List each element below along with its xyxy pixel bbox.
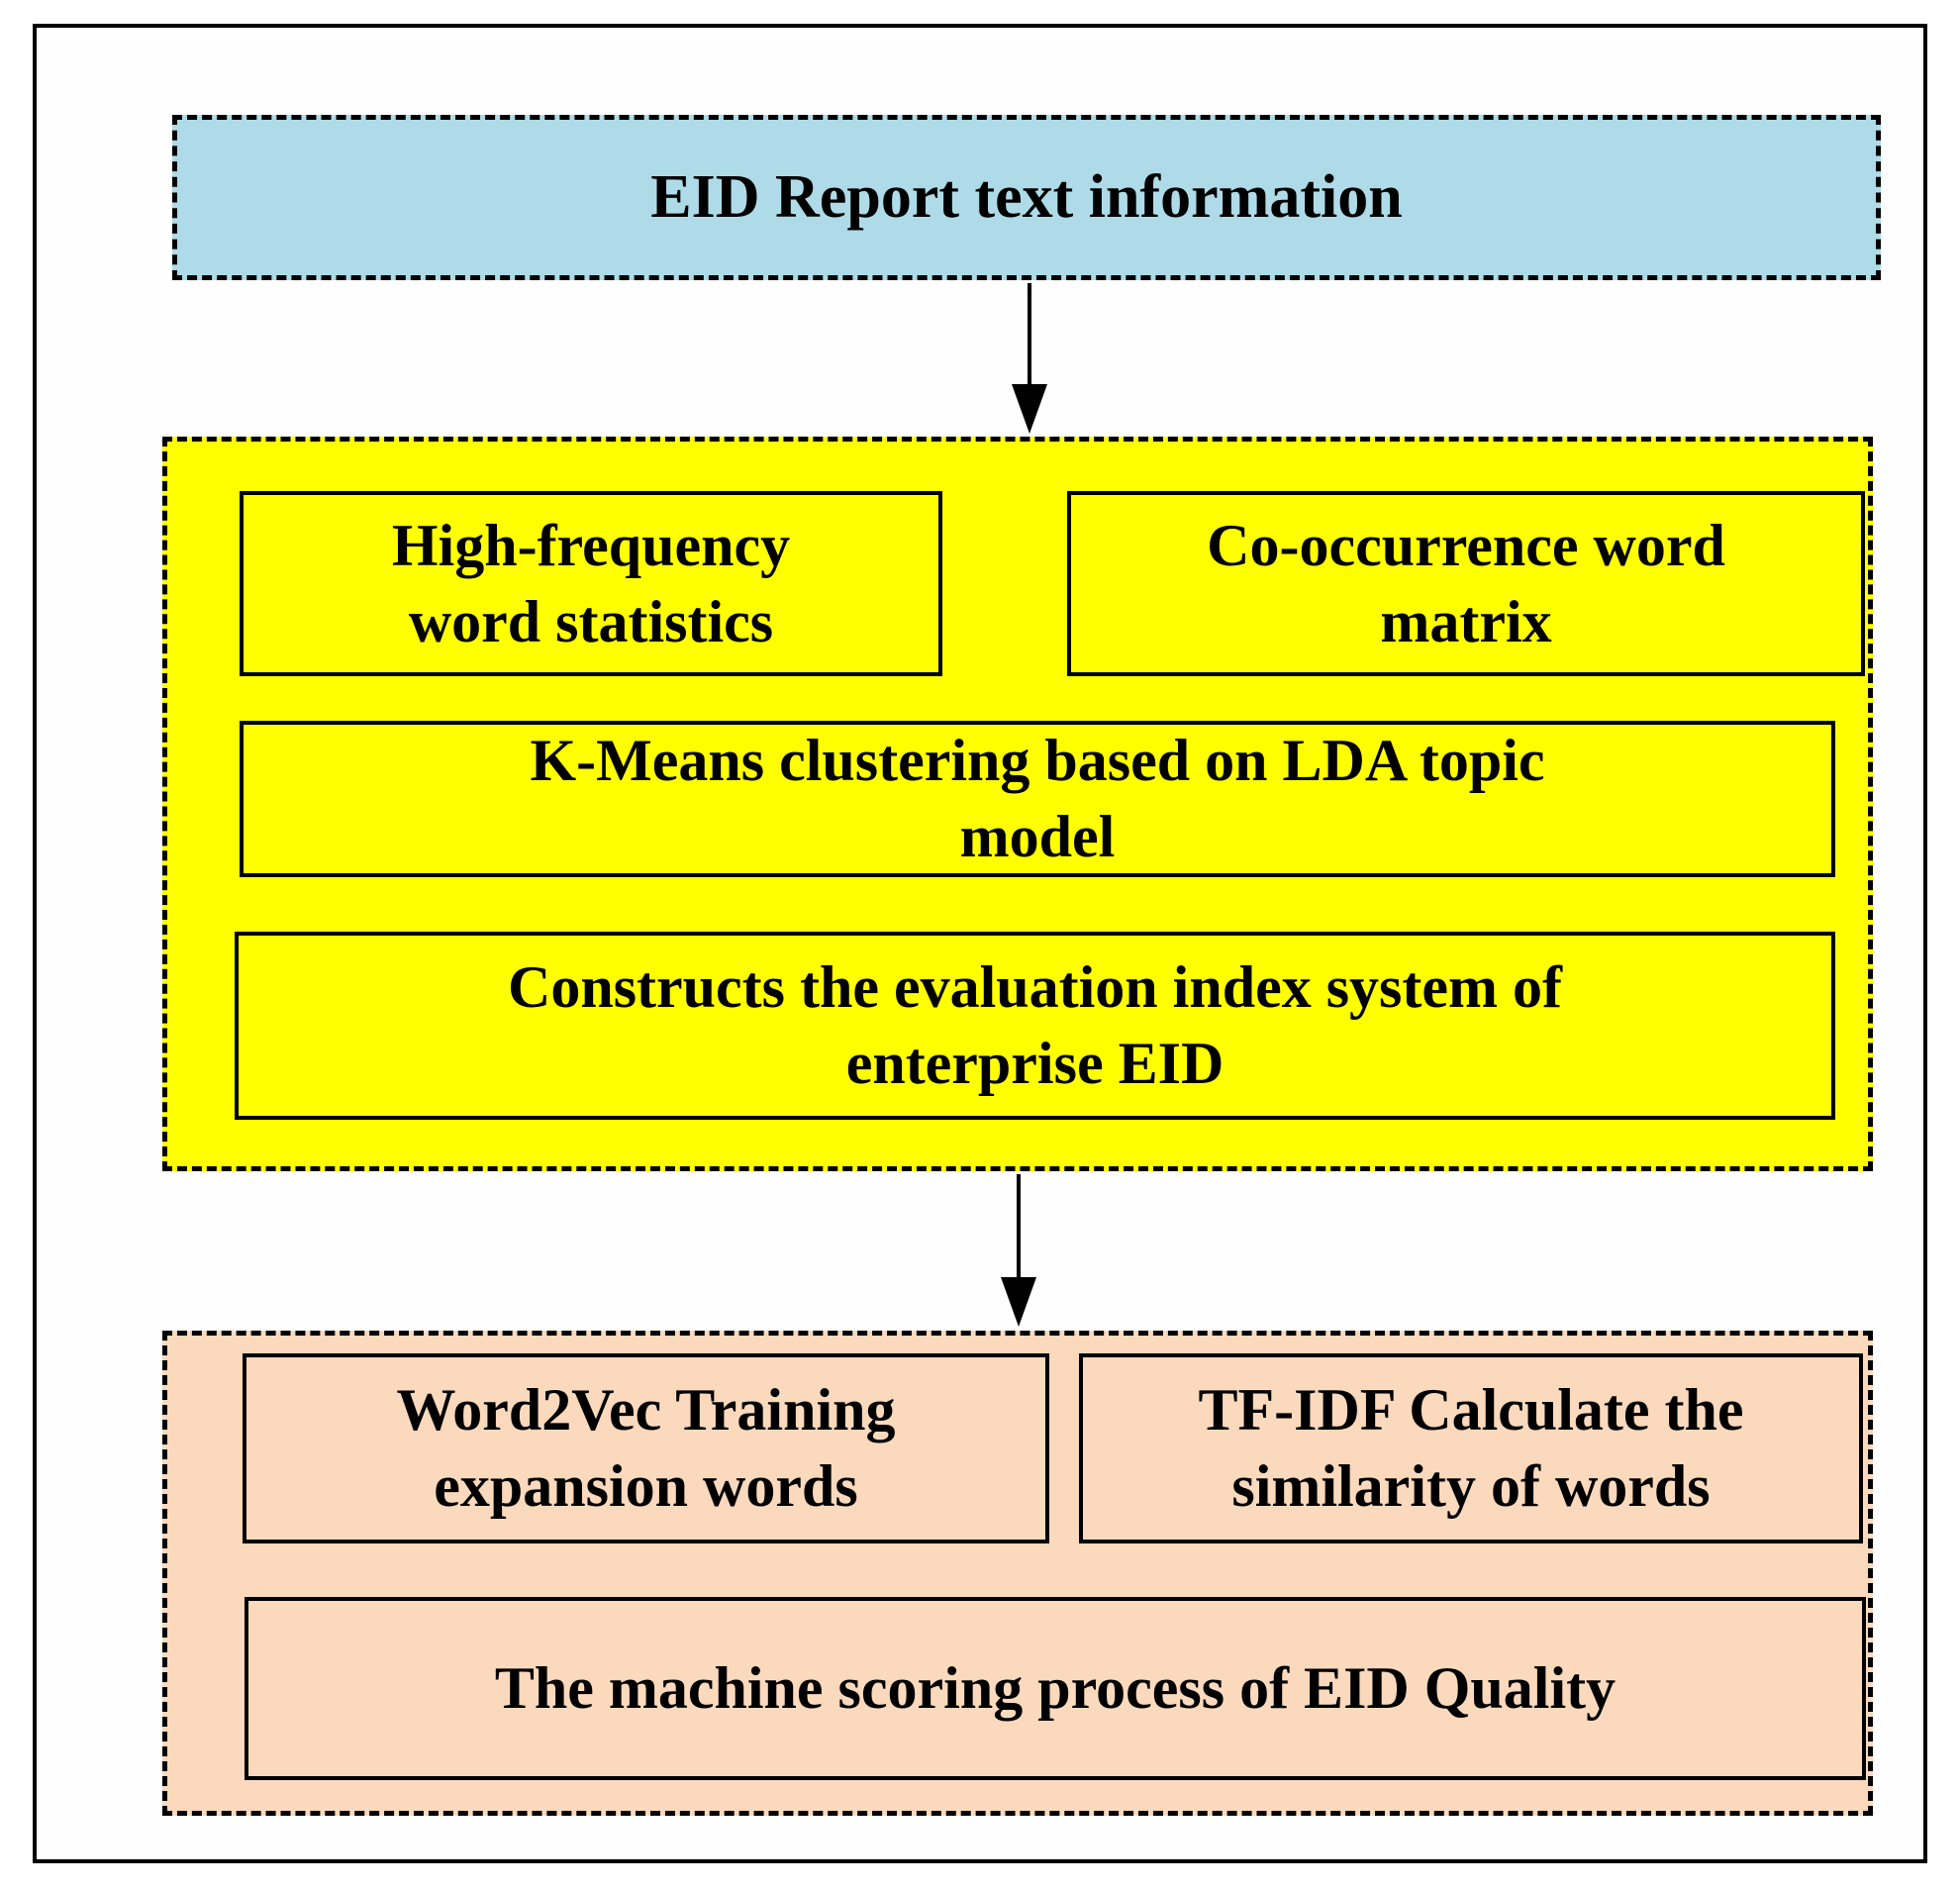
eid-report-text-label: EID Report text information — [650, 162, 1403, 231]
arrow-down-icon — [1012, 384, 1047, 434]
cooccurrence-box: Co-occurrence word matrix — [1067, 491, 1865, 676]
arrow-down-icon — [1001, 1277, 1036, 1327]
kmeans-lda-label: K-Means clustering based on LDA topic mo… — [530, 728, 1545, 869]
arrow-shaft — [1017, 1174, 1021, 1281]
machine-scoring-label: The machine scoring process of EID Quali… — [494, 1655, 1617, 1722]
outer-frame: EID Report text information High-frequen… — [33, 24, 1927, 1863]
stage2-scoring-group: Word2Vec Training expansion words TF-IDF… — [162, 1331, 1873, 1816]
flow-arrow-1 — [1010, 283, 1049, 434]
tfidf-box: TF-IDF Calculate the similarity of words — [1079, 1353, 1863, 1543]
stage1-index-construction-group: High-frequency word statistics Co-occurr… — [162, 437, 1873, 1171]
arrow-shaft — [1028, 283, 1031, 388]
word2vec-box: Word2Vec Training expansion words — [243, 1353, 1049, 1543]
constructs-index-system-box: Constructs the evaluation index system o… — [235, 932, 1835, 1120]
high-frequency-box: High-frequency word statistics — [240, 491, 942, 676]
high-frequency-label: High-frequency word statistics — [391, 512, 791, 654]
eid-report-text-box: EID Report text information — [172, 115, 1881, 280]
flow-arrow-2 — [999, 1174, 1038, 1327]
cooccurrence-label: Co-occurrence word matrix — [1207, 512, 1725, 654]
kmeans-lda-box: K-Means clustering based on LDA topic mo… — [240, 721, 1835, 877]
machine-scoring-box: The machine scoring process of EID Quali… — [245, 1597, 1866, 1780]
constructs-index-system-label: Constructs the evaluation index system o… — [508, 954, 1562, 1096]
tfidf-label: TF-IDF Calculate the similarity of words — [1198, 1377, 1744, 1519]
word2vec-label: Word2Vec Training expansion words — [396, 1377, 896, 1519]
